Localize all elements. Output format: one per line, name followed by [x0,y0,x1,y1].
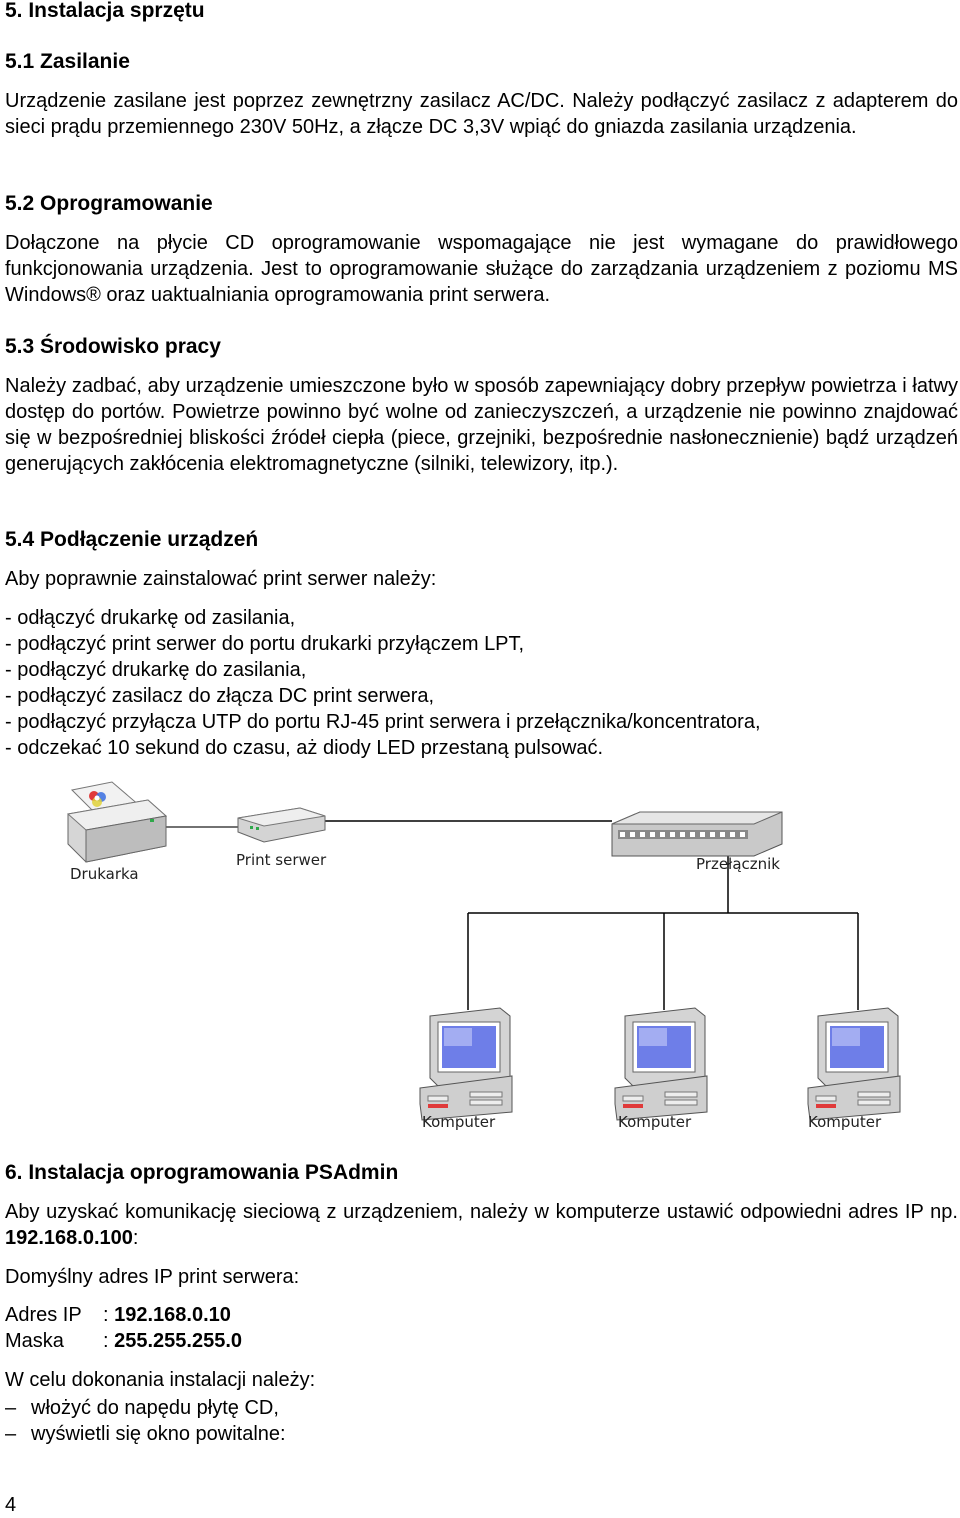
mask-separator: : [103,1330,115,1352]
page-number: 4 [5,1494,17,1516]
install-intro: W celu dokonania instalacji należy: [5,1369,316,1391]
switch-icon [611,811,783,857]
print-server-label: Print serwer [236,851,327,869]
dash-marker: – [5,1397,17,1419]
section-5-1-text: Urządzenie zasilane jest poprzez zewnętr… [5,90,958,138]
network-cables [166,820,859,1010]
example-ip: 192.168.0.100 [5,1227,133,1249]
computer-label: Komputer [422,1113,496,1131]
section-5-3-title: 5.3 Środowisko pracy [5,335,221,358]
ip-separator: : [103,1304,115,1326]
section-6-text-main: Aby uzyskać komunikację sieciową z urząd… [5,1201,958,1223]
list-item: - podłączyć drukarkę do zasilania, [5,659,307,681]
dash-marker: – [5,1423,17,1445]
print-server-icon [237,807,326,843]
list-item: - odczekać 10 sekund do czasu, aż diody … [5,737,604,759]
default-ip-intro: Domyślny adres IP print serwera: [5,1266,300,1288]
computer-icon [419,1007,513,1121]
list-item: - podłączyć print serwer do portu drukar… [5,633,525,655]
list-item: - podłączyć przyłącza UTP do portu RJ-45… [5,711,761,733]
printer-icon [66,781,168,863]
ip-row: Adres IP : 192.168.0.10 [5,1302,958,1328]
section-5-3-text: Należy zadbać, aby urządzenie umieszczon… [5,375,958,475]
section-6-text-end: : [132,1227,139,1249]
section-5-2-title: 5.2 Oprogramowanie [5,192,213,215]
mask-row: Maska : 255.255.255.0 [5,1328,958,1354]
section-5-4-intro: Aby poprawnie zainstalować print serwer … [5,568,437,590]
install-steps-list: – włożyć do napędu płytę CD, – wyświetli… [5,1395,958,1447]
section-5-1-title: 5.1 Zasilanie [5,50,130,73]
network-diagram: Drukarka Print serwer Przełącznik [66,781,901,1131]
list-item: - odłączyć drukarkę od zasilania, [5,607,296,629]
computer-label: Komputer [618,1113,692,1131]
ip-value: 192.168.0.10 [114,1304,231,1326]
list-item: – wyświetli się okno powitalne: [5,1421,958,1447]
ip-label: Adres IP [5,1304,82,1326]
switch-label: Przełącznik [696,855,780,873]
section-5-title: 5. Instalacja sprzętu [5,0,205,22]
mask-label: Maska [5,1330,64,1352]
connection-steps-list: - odłączyć drukarkę od zasilania, - podł… [5,605,958,761]
section-6-title: 6. Instalacja oprogramowania PSAdmin [5,1161,399,1184]
list-item: – włożyć do napędu płytę CD, [5,1395,958,1421]
list-item: - podłączyć zasilacz do złącza DC print … [5,685,435,707]
mask-value: 255.255.255.0 [114,1330,243,1352]
list-item-text: włożyć do napędu płytę CD, [31,1397,279,1419]
section-5-4-title: 5.4 Podłączenie urządzeń [5,528,259,551]
default-address-table: Adres IP : 192.168.0.10 Maska : 255.255.… [5,1302,958,1354]
computer-icon [614,1007,708,1121]
printer-label: Drukarka [70,865,139,883]
computer-label: Komputer [808,1113,882,1131]
section-5-2-text: Dołączone na płycie CD oprogramowanie ws… [5,232,958,306]
section-6-text: Aby uzyskać komunikację sieciową z urząd… [5,1199,958,1251]
computer-icon [807,1007,901,1121]
list-item-text: wyświetli się okno powitalne: [31,1423,286,1445]
